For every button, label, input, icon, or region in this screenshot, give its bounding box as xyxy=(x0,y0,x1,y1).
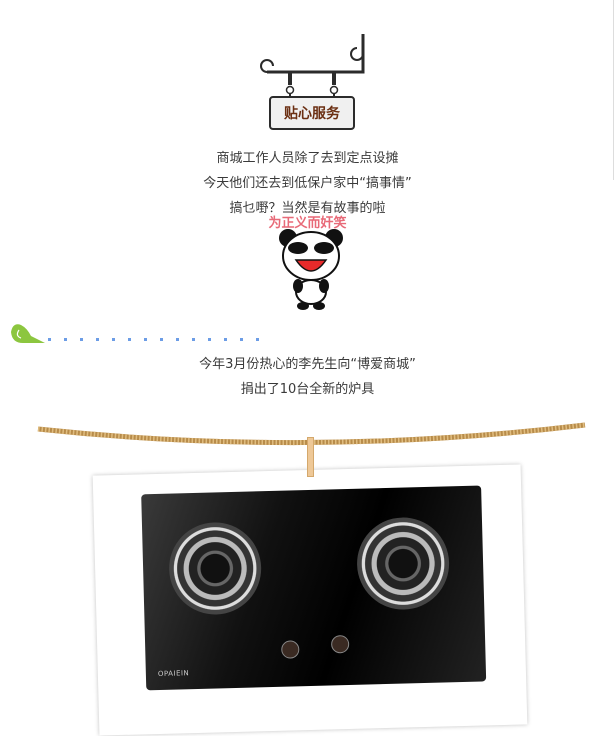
knob-icon xyxy=(330,634,350,654)
story-line: 今年3月份热心的李先生向“博爱商城” xyxy=(199,357,416,372)
clothespin-icon xyxy=(307,437,314,477)
panda-sticker-icon xyxy=(279,229,343,310)
sign-title: 贴心服务 xyxy=(269,96,355,130)
scroll-edge xyxy=(613,0,614,180)
intro-text: 商城工作人员除了去到定点设摊 今天他们还去到低保户家中“搞事情” 搞乜嘢？当然是… xyxy=(0,146,615,221)
burner-left xyxy=(167,521,263,616)
burner-right xyxy=(355,516,451,611)
stove-image: OPAIEIN xyxy=(141,485,487,691)
intro-line: 商城工作人员除了去到定点设摊 xyxy=(216,151,399,166)
intro-line: 今天他们还去到低保户家中“搞事情” xyxy=(203,176,412,191)
story-text: 今年3月份热心的李先生向“博爱商城” 捐出了10台全新的炉具 xyxy=(0,352,615,402)
intro-line: 搞乜嘢？当然是有故事的啦 xyxy=(229,201,386,216)
stove-photo: OPAIEIN xyxy=(92,464,528,736)
dotted-divider xyxy=(48,338,259,341)
signpost-icon xyxy=(260,34,365,98)
sticker-caption: 为正义而奸笑 xyxy=(268,216,347,231)
knob-icon xyxy=(281,640,300,659)
story-line: 捐出了10台全新的炉具 xyxy=(240,382,375,397)
stove-brand: OPAIEIN xyxy=(157,669,190,679)
bird-icon xyxy=(11,324,45,343)
